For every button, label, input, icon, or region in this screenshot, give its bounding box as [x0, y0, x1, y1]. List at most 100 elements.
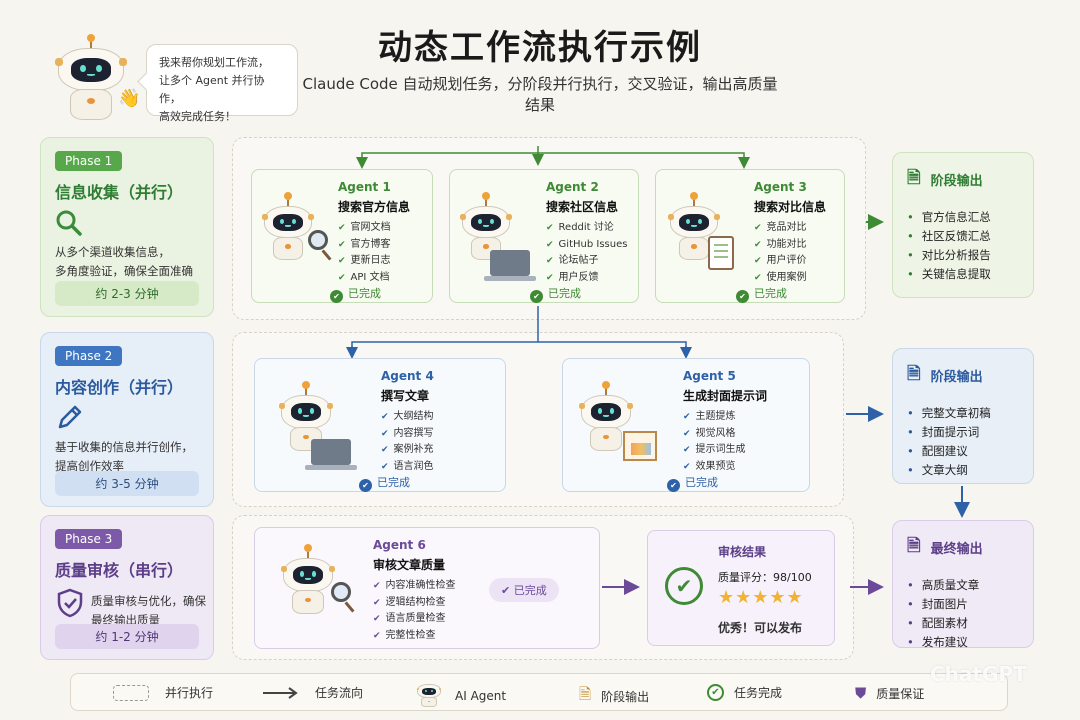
legend-label: 阶段输出 — [601, 688, 649, 705]
easel-icon — [623, 431, 657, 461]
status-text: 已完成 — [348, 287, 381, 300]
list-item: 效果预览 — [683, 459, 746, 476]
agent-name: Agent 4 — [381, 369, 434, 383]
list-item: 配图建议 — [907, 442, 1019, 461]
status-badge: ✔ 已完成 — [489, 578, 559, 602]
list-item: Reddit 讨论 — [546, 220, 627, 237]
dashed-box-icon — [113, 685, 149, 701]
task-list: 内容准确性检查 逻辑结构检查 语言质量检查 完整性检查 — [373, 578, 456, 644]
magnifier-icon — [331, 582, 351, 602]
legend-label: 任务完成 — [734, 684, 782, 701]
magnifier-icon — [308, 230, 328, 250]
legend-bar: 并行执行 任务流向 AI Agent 🗎阶段输出 ✔任务完成 ⛊ 质量保证 — [70, 673, 1008, 711]
output-title: 阶段输出 — [931, 366, 983, 385]
list-item: 视觉风格 — [683, 426, 746, 443]
task-list: 竞品对比 功能对比 用户评价 使用案例 — [754, 220, 807, 286]
agent-name: Agent 6 — [373, 538, 426, 552]
check-circle-icon: ✔ — [330, 290, 343, 303]
agent-2-card: Agent 2 搜索社区信息 Reddit 讨论 GitHub Issues 论… — [449, 169, 639, 303]
legend-label: AI Agent — [455, 689, 506, 703]
output-title: 最终输出 — [931, 538, 983, 557]
agent-name: Agent 3 — [754, 180, 807, 194]
robot-icon — [283, 558, 333, 616]
score-value: 98/100 — [773, 571, 812, 584]
agent-task: 搜索官方信息 — [338, 198, 410, 215]
list-item: 完整性检查 — [373, 628, 456, 645]
status-text: 已完成 — [754, 287, 787, 300]
agent-task: 撰写文章 — [381, 387, 429, 404]
list-item: 内容准确性检查 — [373, 578, 456, 595]
task-list: 主题提炼 视觉风格 提示词生成 效果预览 — [683, 409, 746, 475]
task-list: 官网文档 官方博客 更新日志 API 文档 — [338, 220, 391, 286]
list-item: 内容撰写 — [381, 426, 434, 443]
list-item: 逻辑结构检查 — [373, 595, 456, 612]
agent-task: 搜索社区信息 — [546, 198, 618, 215]
phase-2-output: 🗎阶段输出 完整文章初稿 封面提示词 配图建议 文章大纲 — [892, 348, 1034, 484]
status-text: 已完成 — [514, 584, 547, 597]
clipboard-icon — [708, 236, 734, 270]
legend-item: ⛊ 质量保证 — [855, 684, 924, 702]
list-item: 提示词生成 — [683, 442, 746, 459]
watermark: ChatGPT — [930, 662, 1027, 686]
laptop-icon — [490, 250, 530, 276]
agent-3-card: Agent 3 搜索对比信息 竞品对比 功能对比 用户评价 使用案例 ✔已完成 — [655, 169, 845, 303]
legend-item: 任务流向 — [263, 684, 363, 701]
legend-label: 质量保证 — [876, 685, 924, 702]
robot-icon — [264, 206, 312, 262]
list-item: 官方博客 — [338, 237, 391, 254]
status-badge: ✔ 已完成 — [530, 285, 581, 303]
list-item: 对比分析报告 — [907, 246, 1019, 265]
list-item: 发布建议 — [907, 633, 1019, 652]
check-circle-icon: ✔ — [359, 479, 372, 492]
review-verdict: 优秀！可以发布 — [718, 619, 802, 636]
list-item: 封面提示词 — [907, 423, 1019, 442]
status-text: 已完成 — [377, 476, 410, 489]
agent-task: 审核文章质量 — [373, 556, 445, 573]
list-item: 官网文档 — [338, 220, 391, 237]
status-badge: ✔已完成 — [667, 474, 718, 492]
check-circle-icon: ✔ — [667, 479, 680, 492]
legend-item: 并行执行 — [113, 684, 213, 701]
task-list: 大纲结构 内容撰写 案例补充 语言润色 — [381, 409, 434, 475]
quality-score: 质量评分：98/100 — [718, 569, 812, 585]
status-badge: ✔ 已完成 — [359, 474, 410, 492]
task-list: Reddit 讨论 GitHub Issues 论坛帖子 用户反馈 — [546, 220, 627, 286]
agent-task: 搜索对比信息 — [754, 198, 826, 215]
agent-task: 生成封面提示词 — [683, 387, 767, 404]
list-item: 语言质量检查 — [373, 611, 456, 628]
document-icon: 🗎 — [907, 165, 921, 194]
status-text: 已完成 — [548, 287, 581, 300]
output-title: 阶段输出 — [931, 170, 983, 189]
check-icon: ✔ — [501, 584, 514, 597]
list-item: 用户评价 — [754, 253, 807, 270]
document-icon: 🗎 — [907, 361, 921, 390]
status-badge: ✔ 已完成 — [330, 285, 381, 303]
check-circle-icon: ✔ — [530, 290, 543, 303]
list-item: 用户反馈 — [546, 270, 627, 287]
score-label: 质量评分： — [718, 571, 773, 584]
legend-label: 任务流向 — [315, 684, 363, 701]
list-item: 文章大纲 — [907, 461, 1019, 480]
list-item: API 文档 — [338, 270, 391, 287]
list-item: 更新日志 — [338, 253, 391, 270]
list-item: 社区反馈汇总 — [907, 227, 1019, 246]
legend-item: ✔任务完成 — [707, 684, 782, 701]
agent-name: Agent 5 — [683, 369, 736, 383]
review-result-card: ✔ 审核结果 质量评分：98/100 ★★★★★ 优秀！可以发布 — [647, 530, 835, 646]
list-item: 竞品对比 — [754, 220, 807, 237]
status-badge: ✔已完成 — [736, 285, 787, 303]
list-item: 使用案例 — [754, 270, 807, 287]
review-title: 审核结果 — [718, 543, 766, 560]
agent-1-card: Agent 1 搜索官方信息 官网文档 官方博客 更新日志 API 文档 ✔ 已完… — [251, 169, 433, 303]
list-item: GitHub Issues — [546, 237, 627, 254]
list-item: 功能对比 — [754, 237, 807, 254]
check-circle-icon: ✔ — [665, 567, 703, 605]
list-item: 关键信息提取 — [907, 265, 1019, 284]
agent-name: Agent 1 — [338, 180, 391, 194]
legend-item: 🗎阶段输出 — [579, 684, 649, 709]
agent-name: Agent 2 — [546, 180, 599, 194]
shield-star-icon: ⛊ — [855, 684, 866, 702]
document-icon: 🗎 — [907, 533, 921, 562]
agent-4-card: Agent 4 撰写文章 大纲结构 内容撰写 案例补充 语言润色 ✔ 已完成 — [254, 358, 506, 492]
legend-label: 并行执行 — [165, 684, 213, 701]
